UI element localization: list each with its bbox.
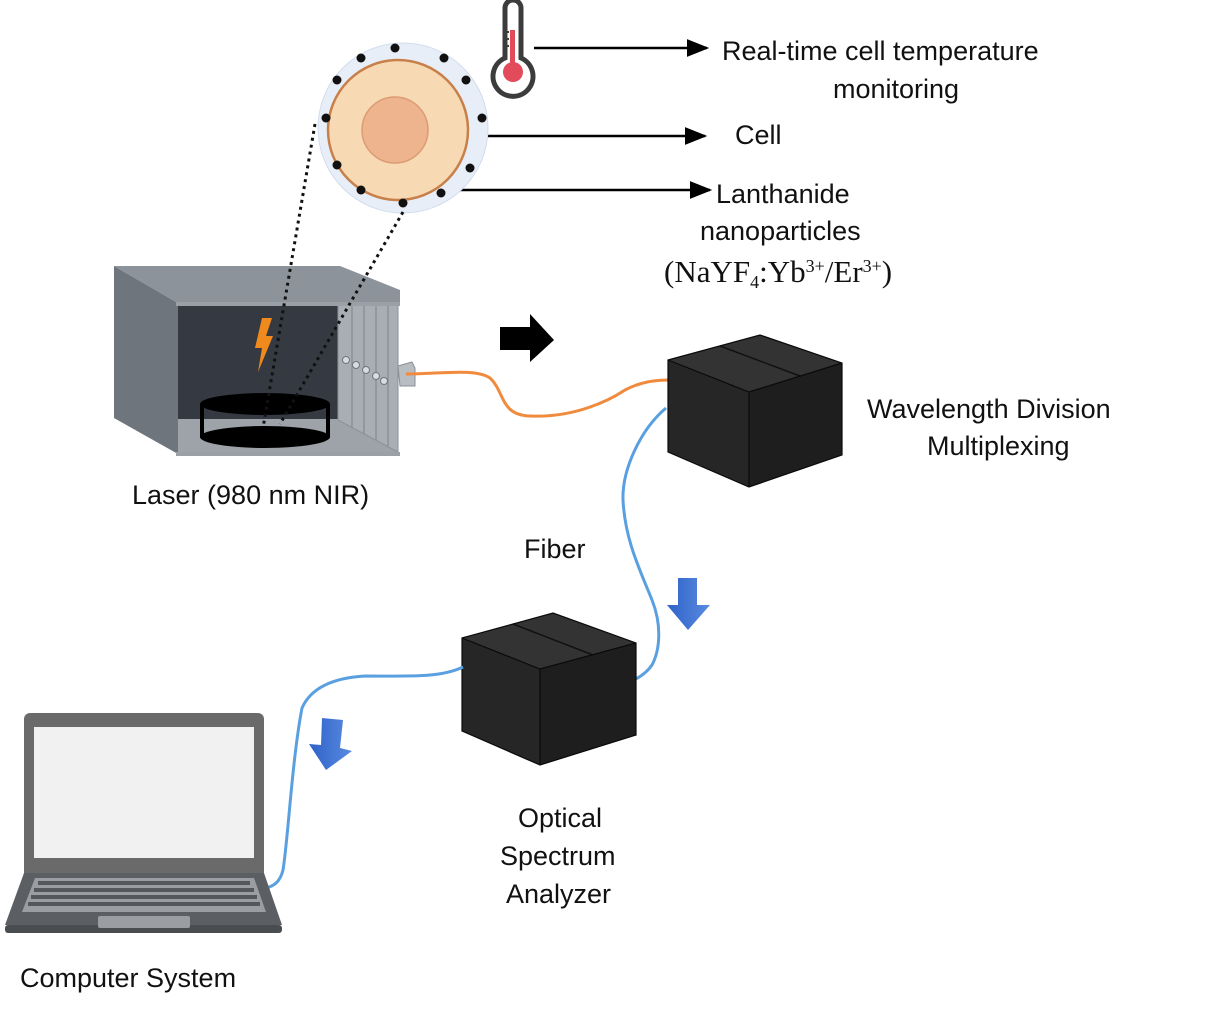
- osa-label-line3: Analyzer: [506, 879, 612, 909]
- fiber-label: Fiber: [524, 534, 586, 564]
- laptop-icon: [5, 713, 282, 933]
- petri-dish: [200, 393, 330, 448]
- zoom-line-right: [278, 211, 405, 425]
- wdm-label: Wavelength Division: [867, 394, 1111, 424]
- osa-box: [461, 612, 637, 766]
- cell-label: Cell: [735, 120, 782, 150]
- flow-arrow-down-1: [667, 578, 710, 630]
- cell-nucleus: [361, 96, 429, 164]
- computer-label: Computer System: [20, 963, 237, 993]
- nanoparticles-label: Lanthanide: [716, 179, 850, 209]
- laser-fiber: [405, 370, 669, 418]
- wdm-box: [667, 334, 843, 488]
- temperature-label: Real-time cell temperature: [722, 36, 1039, 66]
- lightning-icon: [255, 318, 273, 372]
- nanoparticle-formula: (NaYF4:Yb3+/Er3+): [664, 254, 892, 292]
- flow-arrow-right: [500, 314, 554, 362]
- osa-label-line2: Spectrum: [500, 841, 616, 871]
- temperature-label-line2: monitoring: [833, 74, 960, 104]
- wdm-to-osa-fiber: [621, 406, 667, 686]
- osa-label: Optical: [518, 803, 603, 833]
- nanoparticles-label-line2: nanoparticles: [700, 216, 861, 246]
- nanoparticle-dots: [321, 43, 487, 208]
- flow-arrow-down-2: [309, 718, 352, 770]
- cell-illustration: [317, 42, 489, 214]
- thermometer-icon: [490, 0, 536, 99]
- osa-to-computer-fiber: [265, 665, 464, 890]
- wdm-label-line2: Multiplexing: [927, 431, 1070, 461]
- zoom-line-left: [261, 123, 317, 429]
- laser-label: Laser (980 nm NIR): [132, 480, 370, 510]
